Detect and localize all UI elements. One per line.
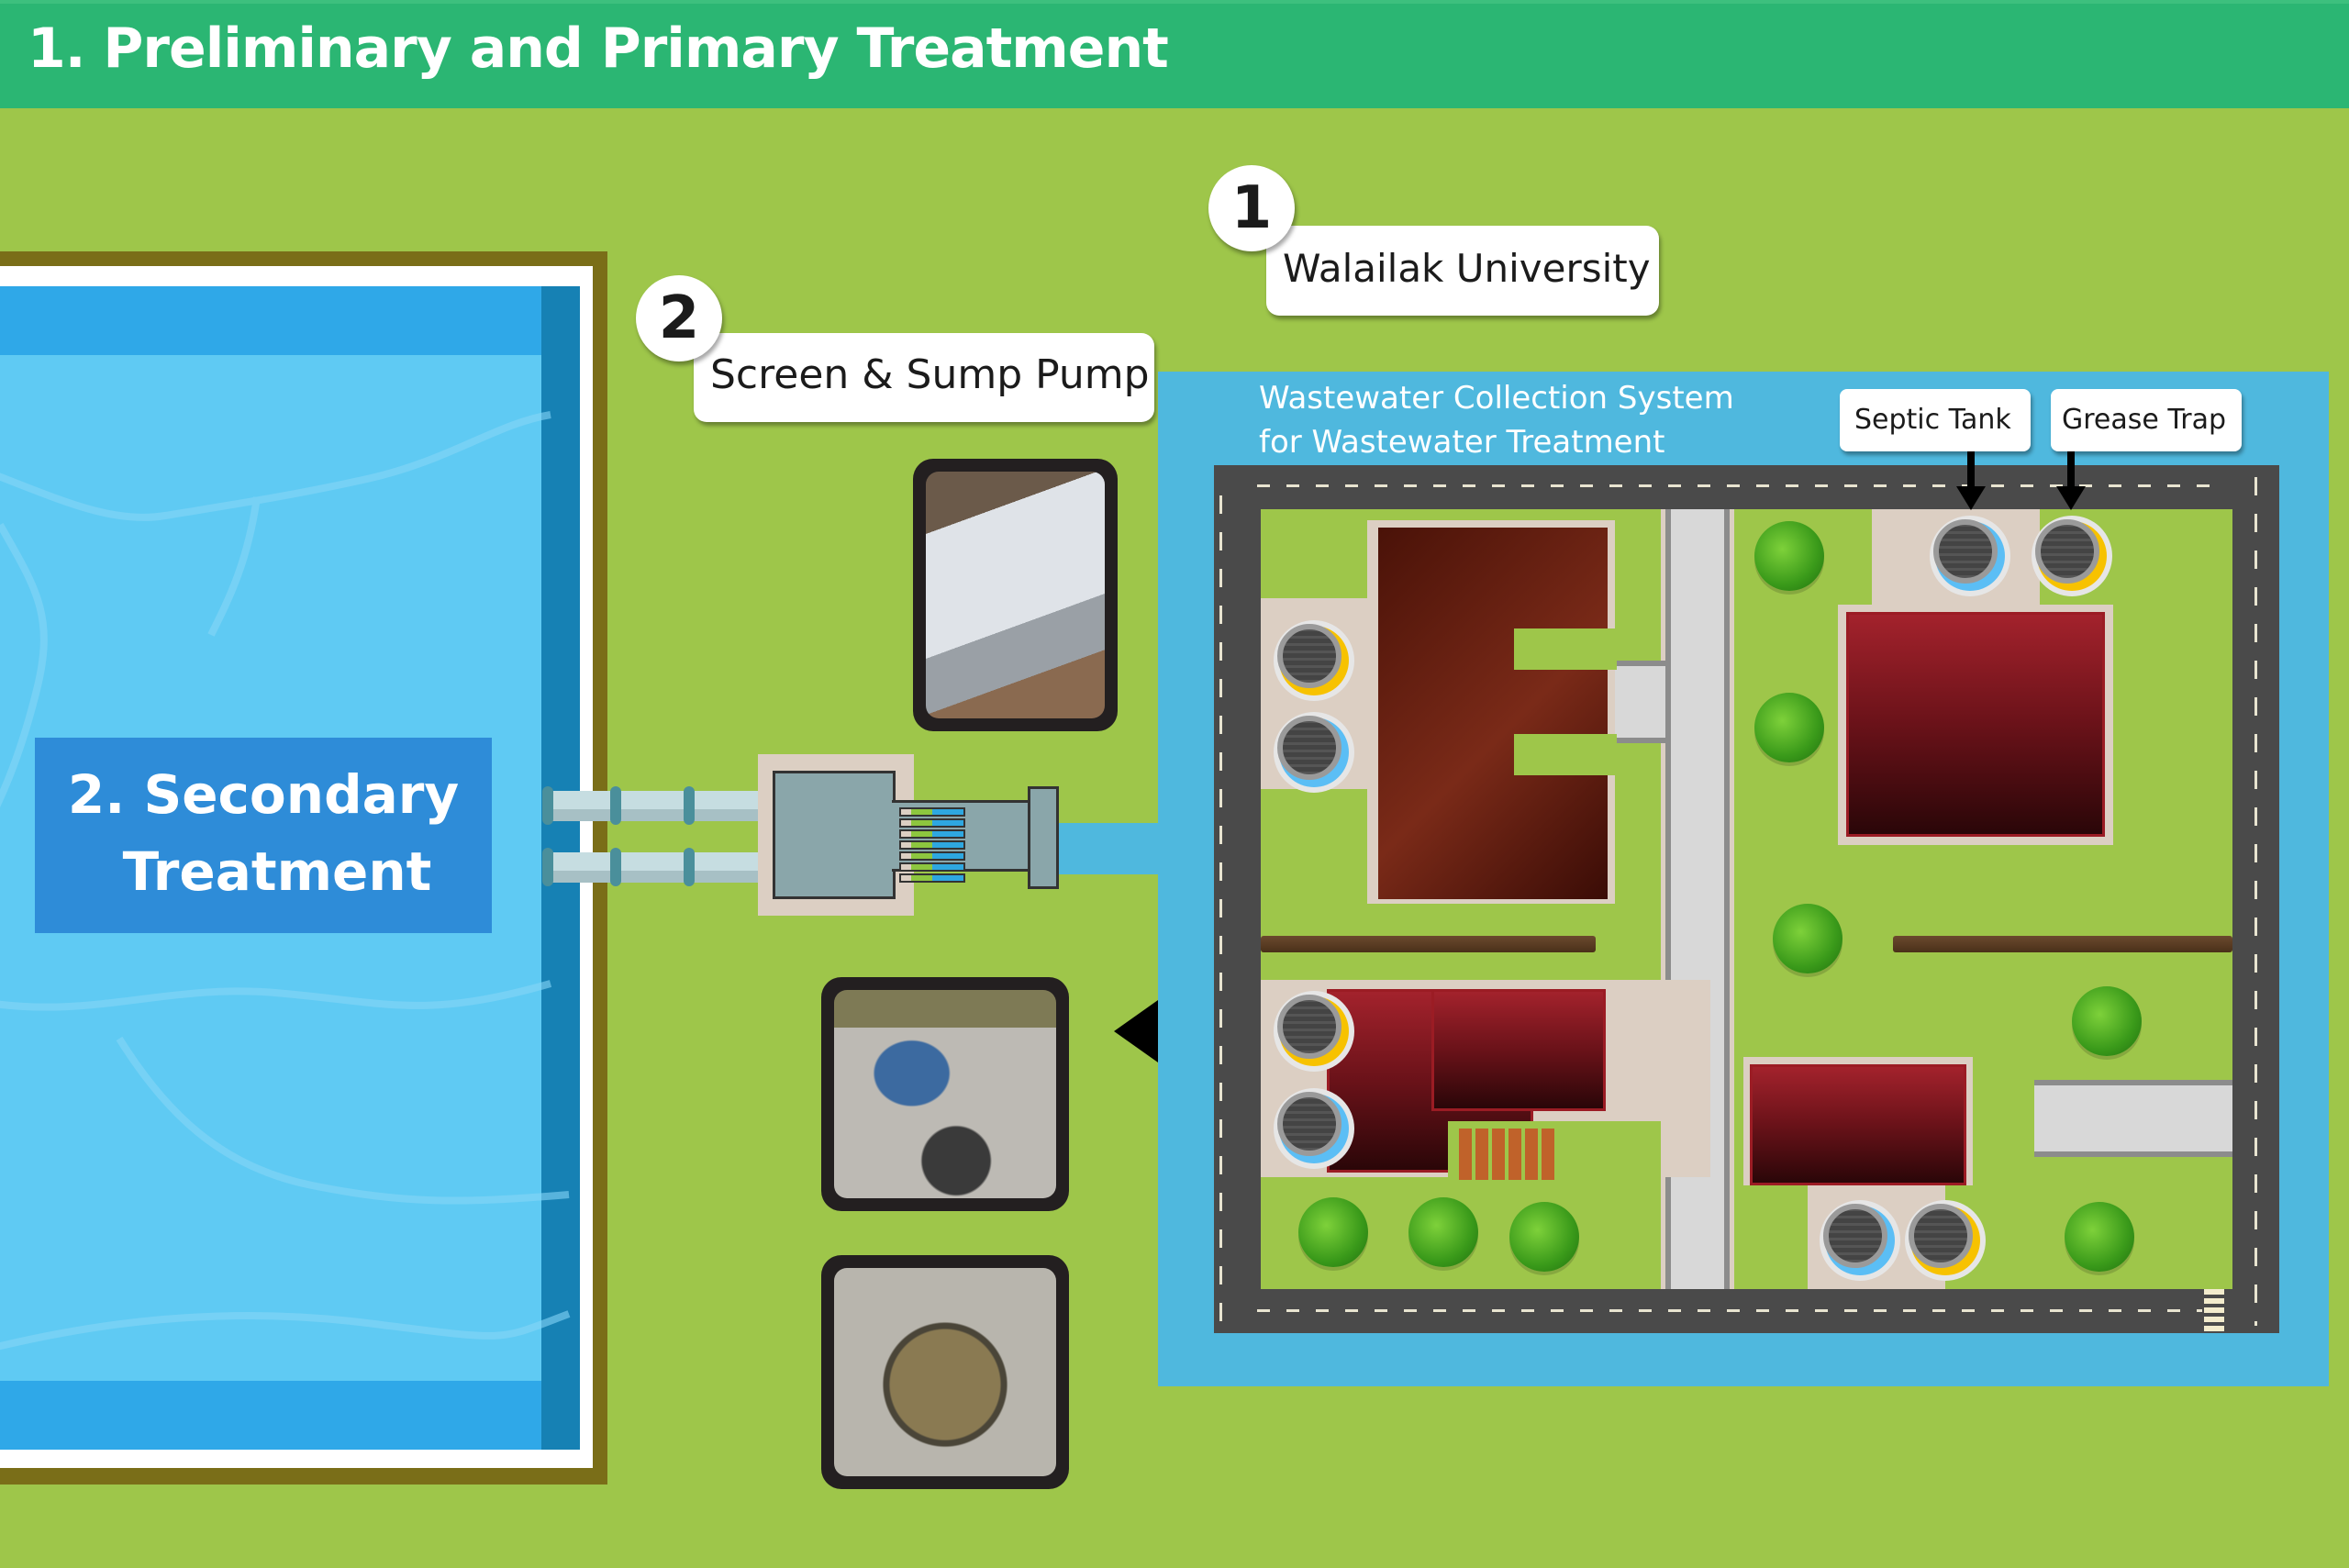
- courtyard: [1514, 734, 1617, 775]
- pool-wall-top: [0, 286, 580, 355]
- collection-system-title: Wastewater Collection System for Wastewa…: [1259, 376, 1734, 464]
- bench-slat: [1475, 1129, 1488, 1180]
- septic-tank-arrow-icon: [1956, 451, 1986, 510]
- tree-icon: [1754, 521, 1824, 591]
- building-c-roof-wing: [1431, 989, 1606, 1111]
- walkway-branch: [2034, 1080, 2232, 1157]
- pipe-upper: [543, 791, 773, 821]
- septic-inspection-image: [834, 990, 1056, 1198]
- pipe-ring: [542, 786, 553, 825]
- bench-slat: [1492, 1129, 1505, 1180]
- grease-trap-manhole-icon: [1274, 991, 1354, 1072]
- pipe-ring: [684, 848, 695, 886]
- inflow-channel: [1058, 823, 1159, 874]
- step-1-label-box: Walailak University: [1266, 226, 1659, 316]
- road-marking: [1219, 495, 1222, 1326]
- building-b-roof: [1846, 612, 2105, 837]
- step-2-label-box: Screen & Sump Pump: [694, 333, 1154, 422]
- grease-trap-arrow-icon: [2056, 451, 2086, 510]
- pipe-ring: [542, 848, 553, 886]
- bench-slat: [1542, 1129, 1554, 1180]
- collection-title-line2: for Wastewater Treatment: [1259, 424, 1665, 461]
- secondary-treatment-line1: 2. Secondary: [67, 763, 460, 826]
- road-marking: [1257, 1309, 2202, 1312]
- bench-slat: [1525, 1129, 1538, 1180]
- road-marking: [2254, 477, 2257, 1326]
- pipe-ring: [610, 848, 621, 886]
- grease-trap-callout: Grease Trap: [2051, 389, 2242, 451]
- bench-slat: [1508, 1129, 1521, 1180]
- fence: [1261, 936, 1596, 952]
- collection-title-line1: Wastewater Collection System: [1259, 380, 1734, 417]
- secondary-treatment-line2: Treatment: [122, 840, 432, 903]
- grease-trap-manhole-icon: [1905, 1200, 1986, 1281]
- building-a-roof: [1378, 528, 1608, 899]
- pipe-ring: [610, 786, 621, 825]
- fence: [1893, 936, 2232, 952]
- road-marking: [1257, 484, 2221, 487]
- grease-trap-manhole-icon: [1274, 620, 1354, 701]
- page-title: 1. Preliminary and Primary Treatment: [28, 17, 1169, 81]
- grease-trap-manhole-icon: [2032, 516, 2112, 596]
- screen-inlet-gate: [1028, 786, 1059, 889]
- septic-tank-label: Septic Tank: [1854, 404, 2011, 436]
- septic-tank-manhole-icon: [1820, 1200, 1900, 1281]
- septic-interior-photo: [821, 1255, 1069, 1489]
- building-d-roof: [1750, 1064, 1966, 1185]
- step-1-number: 1: [1208, 165, 1295, 251]
- septic-tank-manhole-icon: [1930, 516, 2010, 596]
- bench-slat: [1459, 1129, 1472, 1180]
- sump-pump-chamber: [773, 771, 896, 899]
- bar-screen-icon: [899, 807, 965, 884]
- tree-icon: [1754, 693, 1824, 762]
- screen-channel: [892, 800, 1031, 883]
- pipe-ring: [684, 786, 695, 825]
- screen-photo-image: [926, 472, 1105, 718]
- septic-tank-manhole-icon: [1274, 712, 1354, 793]
- tree-icon: [1509, 1202, 1579, 1272]
- step-2-label: Screen & Sump Pump: [710, 351, 1150, 398]
- courtyard: [1514, 628, 1617, 670]
- tree-icon: [1408, 1197, 1478, 1267]
- septic-tank-callout: Septic Tank: [1840, 389, 2031, 451]
- flow-arrow-left-icon: [1114, 1000, 1191, 1062]
- tree-icon: [2065, 1202, 2134, 1272]
- septic-tank-manhole-icon: [1274, 1088, 1354, 1169]
- water-caustics: [0, 411, 571, 1351]
- tree-icon: [2072, 986, 2142, 1056]
- step-2-number: 2: [636, 275, 722, 361]
- header-bar: 1. Preliminary and Primary Treatment: [0, 0, 2349, 108]
- crosswalk: [2204, 1289, 2224, 1333]
- screen-photo: [913, 459, 1118, 731]
- grease-trap-label: Grease Trap: [2062, 404, 2227, 436]
- septic-interior-image: [834, 1268, 1056, 1476]
- pipe-lower: [543, 852, 773, 883]
- septic-inspection-photo: [821, 977, 1069, 1211]
- tree-icon: [1773, 904, 1842, 973]
- step-1-label: Walailak University: [1283, 246, 1651, 291]
- secondary-treatment-label: 2. Secondary Treatment: [35, 738, 492, 933]
- pool-wall-bottom: [0, 1381, 580, 1450]
- tree-icon: [1298, 1197, 1368, 1267]
